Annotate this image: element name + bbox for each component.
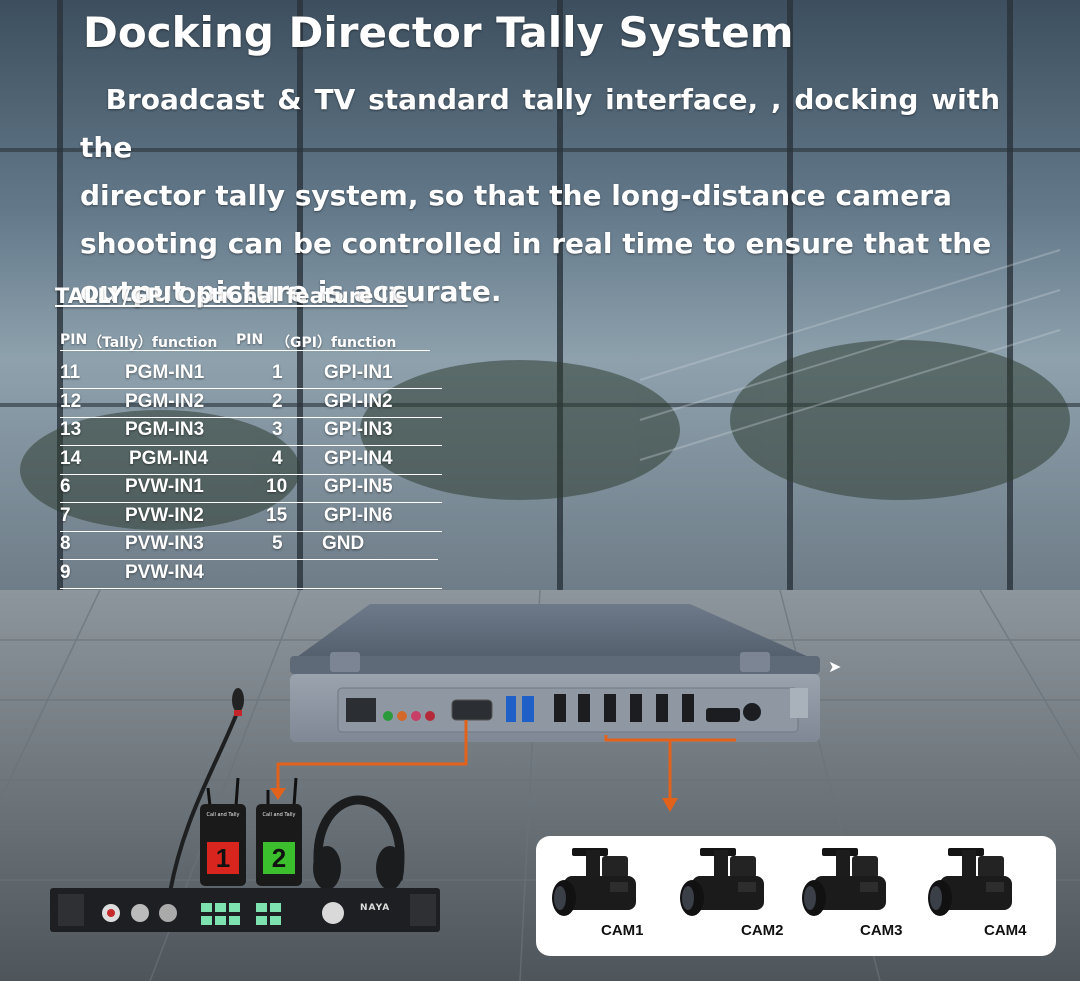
- table-cell-gpi: GPI-IN4: [324, 447, 393, 469]
- table-section-title: TALLY/GPI Optional feature lis: [55, 284, 408, 308]
- camera-label: CAM1: [601, 922, 644, 939]
- table-cell-gpi-pin: 15: [266, 504, 288, 526]
- table-cell-tally: PVW-IN2: [125, 504, 204, 526]
- table-cell-gpi: GPI-IN5: [324, 476, 393, 497]
- table-cell-gpi-pin: 3: [272, 419, 283, 440]
- table-row: 14 PGM-IN4 4 GPI-IN4: [60, 446, 442, 475]
- table-cell-gpi: GPI-IN1: [324, 362, 393, 383]
- header-gpi-function: （GPI）function: [276, 335, 397, 351]
- rack-brand: NAYA: [360, 903, 391, 913]
- description-line: output picture is accurate.: [80, 275, 502, 308]
- page-title: Docking Director Tally System: [83, 8, 794, 57]
- table-cell-gpi-pin: 5: [272, 533, 283, 554]
- table-cell-gpi: GPI-IN3: [324, 419, 393, 440]
- tally-rack-unit: [50, 888, 440, 932]
- description-line: director tally system, so that the long-…: [80, 179, 952, 212]
- header-pin-gpi: PIN: [236, 332, 264, 348]
- table-cell-tally: PGM-IN4: [129, 447, 209, 469]
- camera-icon: [552, 848, 636, 916]
- camera-icon: [680, 848, 764, 916]
- table-cell-tally: PGM-IN2: [125, 390, 205, 412]
- table-row: 9 PVW-IN4: [60, 560, 442, 589]
- table-row: 13 PGM-IN3 3 GPI-IN3: [60, 417, 442, 446]
- table-cell-pin: 14: [60, 447, 82, 469]
- table-cell-tally: PGM-IN3: [125, 419, 205, 440]
- tally-box-1: [200, 777, 246, 886]
- header-tally-function: （Tally）function: [88, 335, 218, 351]
- tally-box-2: [256, 777, 302, 886]
- headphones-icon: [313, 795, 405, 890]
- table-cell-gpi: GPI-IN2: [324, 390, 393, 412]
- table-cell-gpi-pin: 2: [272, 390, 283, 412]
- tally-box-label: Call and Tally: [206, 812, 240, 818]
- pointer-icon: ➤: [828, 657, 842, 676]
- table-cell-gpi: GPI-IN6: [324, 504, 393, 526]
- switcher-device: [290, 604, 820, 742]
- table-row: 12 PGM-IN2 2 GPI-IN2: [60, 389, 442, 418]
- table-row: 7 PVW-IN2 15 GPI-IN6: [60, 503, 442, 532]
- camera-label: CAM4: [984, 922, 1027, 939]
- table-cell-pin: 9: [60, 561, 71, 583]
- description: Broadcast & TV standard tally interface,…: [80, 76, 1000, 316]
- tally-number: 2: [271, 843, 287, 873]
- table-cell-pin: 8: [60, 533, 71, 554]
- table-cell-gpi-pin: 10: [266, 476, 288, 497]
- tally-number: 1: [215, 843, 231, 873]
- table-cell-tally: PVW-IN1: [125, 476, 204, 497]
- table-row: 11 PGM-IN1 1 GPI-IN1: [60, 360, 442, 389]
- tally-box-label: Call and Tally: [262, 812, 296, 818]
- table-cell-tally: PGM-IN1: [125, 362, 205, 383]
- table-row: 6 PVW-IN1 10 GPI-IN5: [60, 474, 442, 503]
- table-cell-gpi-pin: 4: [272, 447, 283, 469]
- camera-icon: [802, 848, 886, 916]
- table-cell-gpi: GND: [322, 533, 365, 554]
- table-cell-pin: 13: [60, 419, 82, 440]
- table-cell-pin: 11: [60, 362, 81, 383]
- header-pin-tally: PIN: [60, 332, 88, 348]
- table-cell-pin: 6: [60, 476, 71, 497]
- table-cell-tally: PVW-IN3: [125, 533, 204, 554]
- camera-icon: [928, 848, 1012, 916]
- header-underline: [60, 350, 430, 351]
- table-cell-pin: 12: [60, 390, 82, 412]
- description-line: shooting can be controlled in real time …: [80, 227, 992, 260]
- microphone-icon: [166, 688, 244, 906]
- table-cell-tally: PVW-IN4: [125, 561, 204, 583]
- camera-label: CAM3: [860, 922, 903, 939]
- table-cell-pin: 7: [60, 504, 71, 526]
- camera-label: CAM2: [741, 922, 784, 939]
- description-line: Broadcast & TV standard tally interface,…: [80, 83, 1000, 164]
- table-row: 8 PVW-IN3 5 GND: [60, 531, 438, 560]
- camera-panel: [536, 836, 1056, 956]
- table-cell-gpi-pin: 1: [272, 362, 283, 383]
